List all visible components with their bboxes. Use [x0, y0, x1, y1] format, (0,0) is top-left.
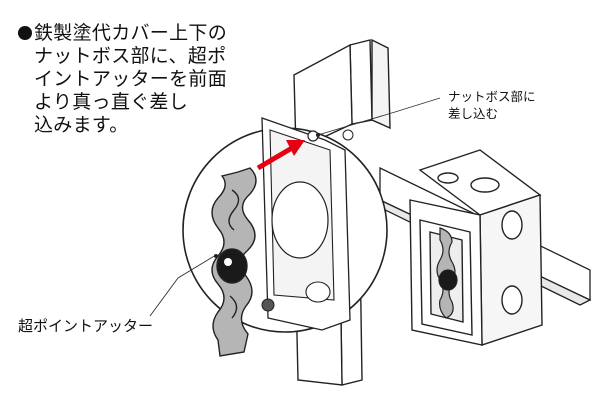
instruction-line-1: 鉄製塗代カバー上下の	[18, 22, 263, 45]
instruction-line-5: 込みます。	[34, 114, 129, 136]
instruction-line-3: イントアッターを前面	[34, 68, 228, 90]
nut-boss-callout-line-2: 差し込む	[448, 106, 499, 121]
instruction-line-4: より真っ直ぐ差し	[34, 91, 189, 113]
instruction-line-2: ナットボス部に、超ポ	[34, 45, 227, 67]
outlet-box	[409, 149, 543, 346]
installed-clip	[436, 227, 458, 319]
nut-boss-callout-line-1: ナットボス部に	[448, 89, 536, 104]
bullet-icon	[18, 26, 32, 40]
leader-lines	[149, 97, 441, 317]
insert-direction-arrow	[256, 140, 305, 171]
clip-part	[211, 167, 257, 357]
leader-dot-part	[214, 254, 218, 258]
part-name-callout: 超ポイントアッター	[18, 317, 154, 335]
leader-dot-nut	[316, 133, 320, 137]
nut-boss-callout: ナットボス部に 差し込む	[448, 88, 536, 122]
instruction-line-1-text: 鉄製塗代カバー上下の	[34, 22, 228, 44]
instruction-text: 鉄製塗代カバー上下の ナットボス部に、超ポ イントアッターを前面 より真っ直ぐ差…	[18, 22, 263, 137]
